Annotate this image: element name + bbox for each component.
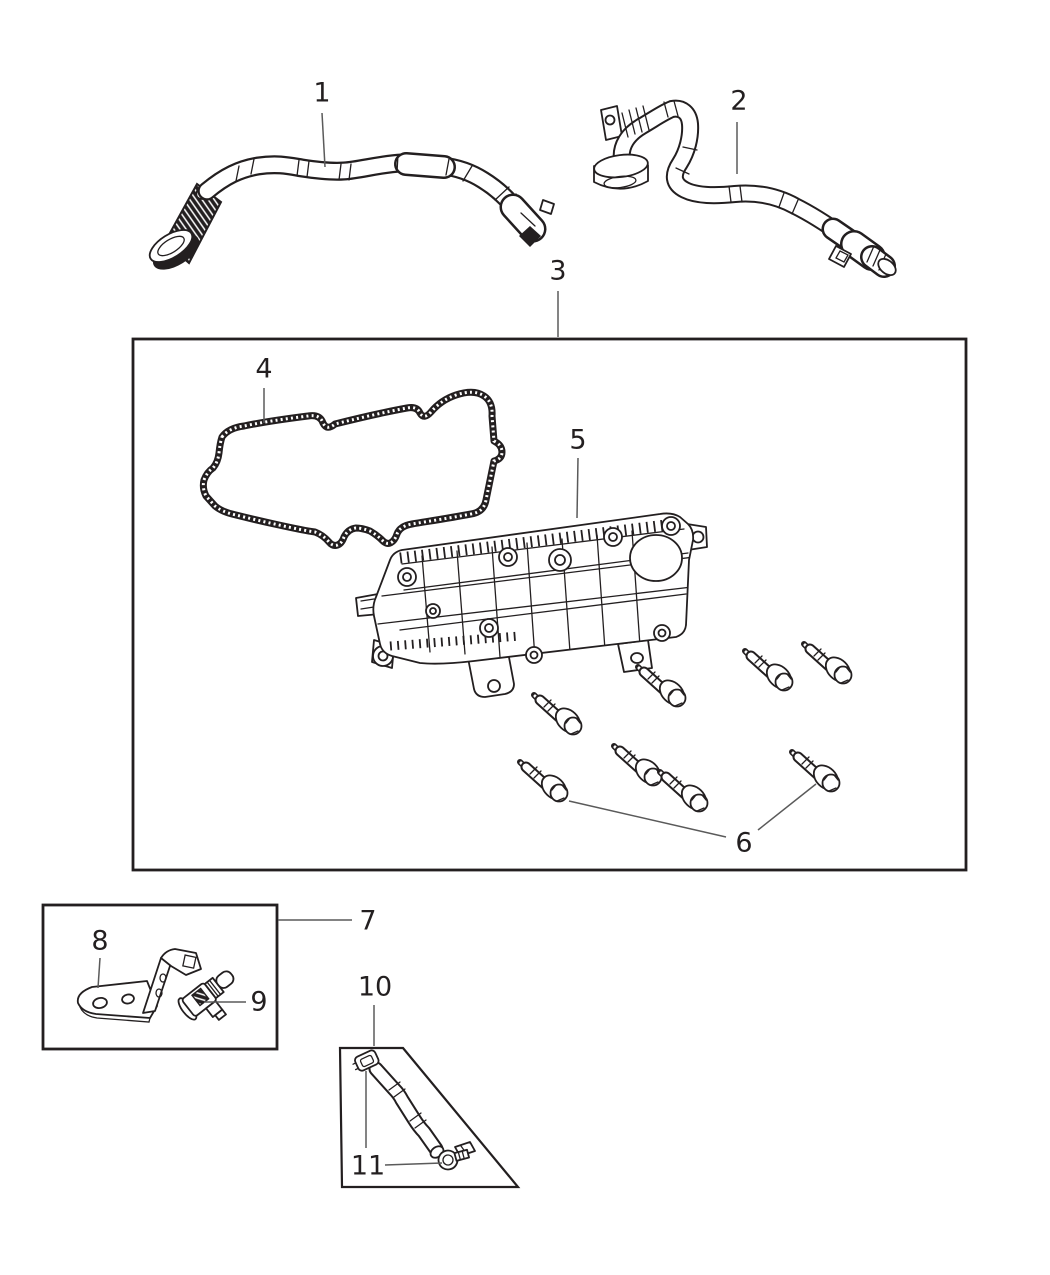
clamp-top <box>352 1049 380 1072</box>
callout-4: 4 <box>255 353 273 385</box>
callout-8: 8 <box>91 925 109 957</box>
hose-2-ribs <box>621 105 650 138</box>
callout-7: 7 <box>359 905 377 937</box>
hose-1-seams <box>235 154 473 182</box>
callout-leader-lines <box>97 112 817 1166</box>
callout-9: 9 <box>250 986 268 1018</box>
cover-assembly-box-outline <box>131 337 968 872</box>
tube-and-clamps-drawing <box>352 1049 476 1171</box>
plate-port-opening <box>629 534 683 582</box>
clamp-bottom <box>437 1148 470 1171</box>
callout-1: 1 <box>313 77 331 109</box>
hose-2-drawing <box>593 99 897 278</box>
callout-2: 2 <box>730 85 748 117</box>
gasket-drawing <box>199 388 506 549</box>
bracket-sensor-box-outline <box>41 903 279 1051</box>
separator-plate-drawing <box>355 512 708 698</box>
tube-assembly-box-outline <box>338 1046 521 1189</box>
screws-drawing <box>520 644 855 815</box>
callout-11: 11 <box>350 1150 386 1182</box>
plate-bolt-bosses <box>397 516 681 664</box>
hose-1-drawing <box>148 152 555 270</box>
callout-3: 3 <box>549 255 567 287</box>
hose-2-seams <box>663 100 799 215</box>
hose-2-fitting <box>821 217 897 278</box>
hose-2-end-cap <box>593 153 649 190</box>
callout-10: 10 <box>357 971 393 1003</box>
callout-6: 6 <box>735 827 753 859</box>
sensor-drawing <box>177 970 235 1021</box>
bracket-drawing <box>76 948 202 1023</box>
callout-5: 5 <box>569 424 587 456</box>
